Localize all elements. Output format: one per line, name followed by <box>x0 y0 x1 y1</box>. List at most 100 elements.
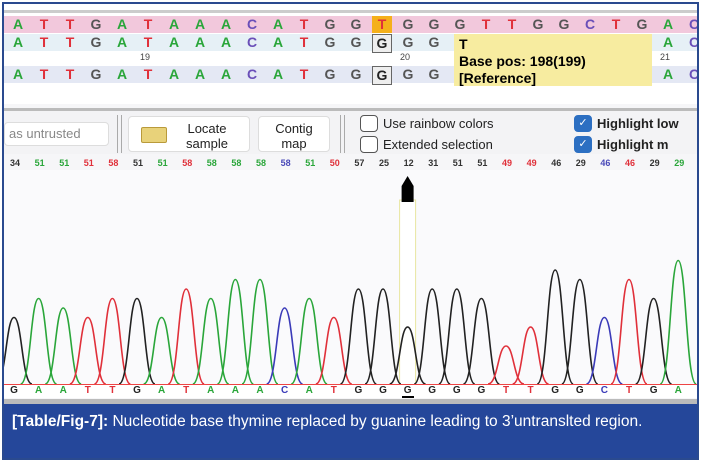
base-letter[interactable]: G <box>402 66 414 82</box>
checkbox-box[interactable] <box>360 136 378 153</box>
base-letter[interactable]: C <box>688 66 699 82</box>
base-letter[interactable]: G <box>90 34 102 50</box>
base-call[interactable]: A <box>674 385 682 396</box>
highlight-m-checkbox[interactable]: ✓Highlight m <box>574 136 669 153</box>
base-letter[interactable]: A <box>116 66 128 82</box>
base-call[interactable]: A <box>207 385 215 396</box>
base-letter[interactable]: A <box>194 16 206 32</box>
base-letter[interactable]: G <box>428 34 440 50</box>
base-letter[interactable]: A <box>194 66 206 82</box>
base-call[interactable]: T <box>625 385 633 396</box>
base-letter[interactable]: G <box>372 34 392 53</box>
base-letter[interactable]: G <box>636 16 648 32</box>
checkmark-icon[interactable]: ✓ <box>574 115 592 132</box>
base-letter[interactable]: G <box>90 66 102 82</box>
base-letter[interactable]: A <box>168 66 180 82</box>
base-letter[interactable]: G <box>558 16 570 32</box>
base-call[interactable]: T <box>330 385 337 396</box>
base-letter[interactable]: A <box>168 34 180 50</box>
base-letter[interactable]: G <box>402 16 414 32</box>
checkmark-icon[interactable]: ✓ <box>574 136 592 153</box>
contig-map-button[interactable]: Contig map <box>258 116 330 152</box>
base-letter[interactable]: A <box>12 66 24 82</box>
base-letter[interactable]: T <box>65 66 75 82</box>
mark-untrusted-button[interactable]: as untrusted <box>4 122 109 146</box>
base-letter[interactable]: G <box>454 16 466 32</box>
base-call[interactable]: A <box>231 385 239 396</box>
base-call[interactable]: T <box>527 385 534 396</box>
base-call[interactable]: C <box>280 385 289 396</box>
base-call[interactable]: G <box>354 385 363 396</box>
base-letter[interactable]: T <box>65 16 75 32</box>
base-letter[interactable]: T <box>507 16 517 32</box>
base-letter[interactable]: G <box>402 34 414 50</box>
scrollbar[interactable] <box>4 399 697 404</box>
base-letter[interactable]: A <box>116 16 128 32</box>
base-call[interactable]: A <box>305 385 313 396</box>
chromatogram[interactable] <box>4 170 697 392</box>
base-letter[interactable]: C <box>688 34 699 50</box>
locate-sample-button[interactable]: Locate sample <box>128 116 250 152</box>
base-letter[interactable]: G <box>90 16 102 32</box>
base-call[interactable]: G <box>452 385 461 396</box>
highlight-low-checkbox[interactable]: ✓Highlight low <box>574 115 679 132</box>
base-letter[interactable]: A <box>220 66 232 82</box>
base-call[interactable]: A <box>59 385 67 396</box>
base-call[interactable]: T <box>84 385 91 396</box>
base-call[interactable]: G <box>10 385 18 396</box>
extended-selection-checkbox[interactable]: Extended selection <box>360 136 493 153</box>
base-letter[interactable]: T <box>372 16 392 33</box>
base-call[interactable]: G <box>649 385 658 396</box>
base-letter[interactable]: G <box>428 16 440 32</box>
base-letter[interactable]: T <box>299 16 309 32</box>
base-letter[interactable]: G <box>532 16 544 32</box>
base-letter[interactable]: A <box>272 66 284 82</box>
base-call[interactable]: A <box>157 385 166 396</box>
base-letter[interactable]: G <box>372 66 392 85</box>
checkbox-box[interactable] <box>360 115 378 132</box>
base-letter[interactable]: A <box>272 34 284 50</box>
base-call[interactable]: T <box>109 385 116 396</box>
base-letter[interactable]: C <box>688 16 699 32</box>
base-letter[interactable]: C <box>246 66 258 82</box>
base-call[interactable]: G <box>401 385 414 398</box>
base-call[interactable]: G <box>575 385 584 396</box>
base-letter[interactable]: G <box>350 34 362 50</box>
base-letter[interactable]: T <box>65 34 75 50</box>
cursor-marker-icon[interactable] <box>401 176 414 202</box>
base-letter[interactable]: G <box>428 66 440 82</box>
rainbow-colors-checkbox[interactable]: Use rainbow colors <box>360 115 494 132</box>
base-call[interactable]: G <box>428 385 437 396</box>
base-letter[interactable]: T <box>481 16 491 32</box>
base-letter[interactable]: A <box>168 16 180 32</box>
base-letter[interactable]: T <box>143 66 153 82</box>
base-letter[interactable]: C <box>584 16 596 32</box>
base-letter[interactable]: G <box>324 16 336 32</box>
base-letter[interactable]: T <box>299 34 309 50</box>
base-call[interactable]: G <box>551 385 560 396</box>
base-letter[interactable]: C <box>246 34 258 50</box>
base-letter[interactable]: G <box>350 16 362 32</box>
base-call[interactable]: A <box>34 385 43 396</box>
base-call[interactable]: G <box>379 385 387 396</box>
base-letter[interactable]: T <box>611 16 621 32</box>
base-letter[interactable]: A <box>662 66 674 82</box>
base-letter[interactable]: G <box>324 34 336 50</box>
base-letter[interactable]: A <box>220 34 232 50</box>
base-letter[interactable]: T <box>39 16 49 32</box>
base-letter[interactable]: T <box>299 66 309 82</box>
base-call[interactable]: G <box>477 385 486 396</box>
base-letter[interactable]: A <box>662 16 674 32</box>
base-letter[interactable]: A <box>662 34 674 50</box>
base-call[interactable]: C <box>600 385 608 396</box>
base-letter[interactable]: A <box>12 34 24 50</box>
base-letter[interactable]: T <box>39 66 49 82</box>
base-call[interactable]: T <box>183 385 190 396</box>
base-call[interactable]: G <box>133 385 141 396</box>
base-letter[interactable]: A <box>12 16 24 32</box>
base-call[interactable]: A <box>256 385 264 396</box>
base-letter[interactable]: G <box>324 66 336 82</box>
base-letter[interactable]: T <box>143 34 153 50</box>
base-letter[interactable]: A <box>272 16 284 32</box>
base-letter[interactable]: G <box>350 66 362 82</box>
